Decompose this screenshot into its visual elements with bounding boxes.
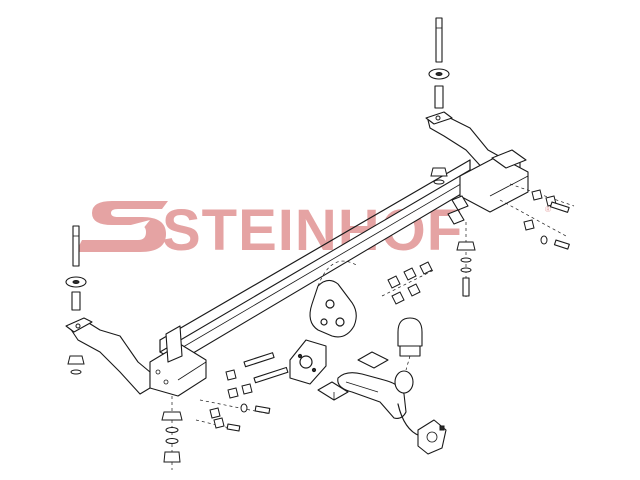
lower-nut-5 — [213, 417, 225, 429]
mount-plate-hole-2 — [335, 317, 345, 327]
center-nut-3 — [419, 261, 433, 275]
lower-nut-1 — [225, 369, 237, 381]
mount-plate-body — [309, 279, 357, 338]
right-center-washer — [460, 257, 472, 263]
socket-face — [426, 431, 438, 443]
towball-cover-base — [399, 345, 421, 357]
center-nut-4 — [391, 291, 405, 305]
right-center-washer-2 — [460, 267, 472, 273]
electrical-socket — [397, 403, 447, 455]
steinhof-watermark-logo: STEINHOF ® — [76, 198, 551, 263]
right-side-nut-1 — [531, 189, 543, 201]
lower-left-nut-2 — [163, 451, 181, 463]
right-side-guide-2 — [509, 183, 575, 207]
right-vertical-bolt-stack — [428, 17, 450, 185]
short-bolt-2 — [226, 423, 241, 432]
right-end-box-edge — [489, 175, 529, 197]
mount-plate-guide-curve — [317, 260, 359, 287]
right-box-top — [491, 149, 527, 169]
left-long-bolt — [72, 225, 80, 267]
spacer-plate-top — [357, 351, 389, 369]
crossbar-clamp-plates — [447, 195, 469, 225]
socket-body — [417, 419, 447, 455]
lower-left-nut-1 — [161, 411, 183, 421]
mount-plate-hole-3 — [320, 318, 328, 326]
clamp-plate-1 — [451, 195, 469, 211]
center-nut-1 — [387, 275, 401, 289]
socket-cable — [397, 403, 421, 437]
right-side-bolt-2 — [553, 239, 570, 250]
clamp-plate-2 — [447, 209, 465, 225]
spacer-plates — [317, 351, 389, 401]
registered-mark: ® — [545, 205, 551, 214]
left-vertical-bolt-stack — [65, 225, 87, 375]
socket-bracket-hole — [299, 355, 313, 369]
lower-left-washer-1 — [165, 427, 179, 433]
towball-neck — [337, 370, 414, 419]
socket-bracket — [289, 339, 327, 385]
spacer-plate-bottom — [317, 381, 349, 401]
towball-neck-edge — [345, 381, 379, 393]
right-side-nut-3 — [523, 219, 535, 231]
left-box-hole-1 — [155, 369, 161, 375]
right-side-bracket — [425, 111, 529, 213]
center-nut-5 — [407, 283, 421, 297]
socket-latch — [439, 425, 445, 431]
towball-cover-dome — [397, 317, 423, 347]
right-center-nut-1 — [456, 241, 476, 251]
right-mount-hole — [435, 115, 441, 121]
left-side-bracket — [65, 317, 207, 397]
socket-bracket-screw-1 — [297, 353, 303, 359]
crossbar-inner-edge — [177, 167, 489, 351]
right-side-guide-1 — [499, 199, 567, 237]
towball-cover — [397, 317, 423, 371]
lower-nut-4 — [209, 407, 221, 419]
left-mount-hole — [75, 323, 81, 329]
socket-bracket-screw-2 — [311, 367, 317, 373]
left-lower-washer — [70, 369, 82, 375]
left-lower-nut — [67, 355, 85, 365]
towball-cover-guide — [405, 355, 411, 371]
right-spacer-tube — [434, 85, 444, 109]
right-center-nut-stack — [456, 222, 476, 298]
logo-swoosh-mark — [76, 201, 168, 252]
long-bolt-1 — [243, 352, 275, 368]
left-box-hole-2 — [163, 379, 169, 385]
right-side-washer — [540, 235, 548, 245]
lower-bolt-set — [195, 352, 289, 432]
hitch-mount-plate — [309, 260, 359, 338]
lower-left-nut-stack — [161, 396, 183, 470]
lower-nut-3 — [241, 383, 253, 395]
crossbar-top-edge — [159, 159, 471, 341]
center-guide-line — [381, 269, 435, 297]
long-bolt-2 — [253, 366, 289, 384]
right-center-bolt — [462, 277, 470, 297]
center-nut-2 — [403, 267, 417, 281]
towball-head — [394, 370, 414, 394]
left-vertical-plate — [165, 325, 183, 363]
towball-neck-body — [337, 372, 407, 419]
lower-left-washer-2 — [165, 438, 179, 444]
right-lower-washer — [433, 179, 445, 185]
right-side-bolt-set — [499, 183, 575, 250]
short-bolt-1 — [254, 405, 271, 414]
lower-guide-line-2 — [195, 419, 239, 431]
lower-washer-1 — [240, 403, 248, 413]
right-side-bolt-1 — [549, 201, 570, 213]
left-end-box-edge — [177, 361, 207, 381]
right-washer-hole — [435, 72, 443, 76]
socket-bracket-plate — [289, 339, 327, 385]
center-nut-stack — [381, 261, 435, 305]
mount-plate-hole-1 — [325, 299, 335, 309]
lower-nut-2 — [227, 387, 239, 399]
right-lower-nut — [430, 167, 448, 177]
right-long-bolt — [435, 17, 443, 63]
left-spacer-tube — [71, 291, 81, 311]
left-washer-hole — [72, 280, 80, 284]
